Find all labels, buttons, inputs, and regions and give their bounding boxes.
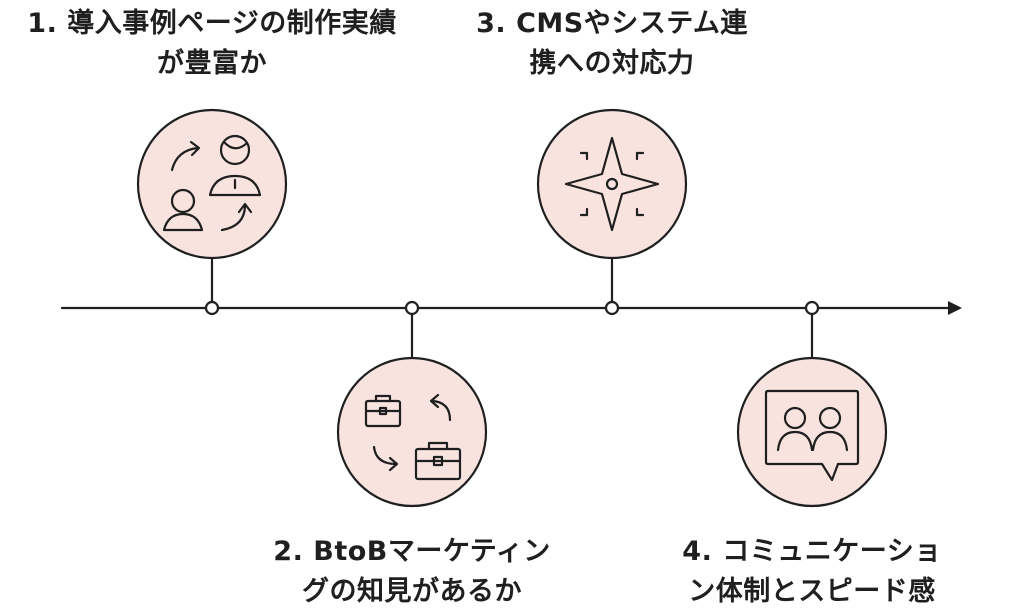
milestone-3-circle (536, 108, 688, 260)
milestone-4-line2: ン体制とスピード感 (688, 576, 936, 607)
people-exchange-icon (162, 134, 262, 232)
milestone-3-label: 3. CMSやシステム連 携への対応力 (392, 4, 832, 84)
briefcase-exchange-icon (364, 393, 462, 481)
timeline-arrowhead (948, 301, 962, 315)
milestone-4-label: 4. コミュニケーショ ン体制とスピード感 (592, 532, 1024, 612)
compass-star-icon (564, 136, 660, 232)
milestone-3-line1: 3. CMSやシステム連 (476, 8, 748, 39)
milestone-1-label: 1. 導入事例ページの制作実績 が豊富か (0, 4, 432, 84)
chat-people-icon (764, 389, 860, 482)
timeline-node-3 (604, 300, 620, 316)
milestone-2-label: 2. BtoBマーケティン グの知見があるか (192, 532, 632, 612)
milestone-3-line2: 携への対応力 (529, 48, 695, 79)
milestone-1-line2: が豊富か (157, 48, 267, 79)
timeline-node-4 (804, 300, 820, 316)
milestone-1-line1: 1. 導入事例ページの制作実績 (27, 8, 397, 39)
milestone-4-line1: 4. コミュニケーショ (682, 536, 942, 567)
timeline-node-1 (204, 300, 220, 316)
milestone-2-line1: 2. BtoBマーケティン (273, 536, 551, 567)
milestone-2-circle (336, 356, 488, 508)
milestone-1-circle (136, 108, 288, 260)
milestone-4-circle (736, 356, 888, 508)
milestone-2-line2: グの知見があるか (302, 576, 522, 607)
timeline-node-2 (404, 300, 420, 316)
